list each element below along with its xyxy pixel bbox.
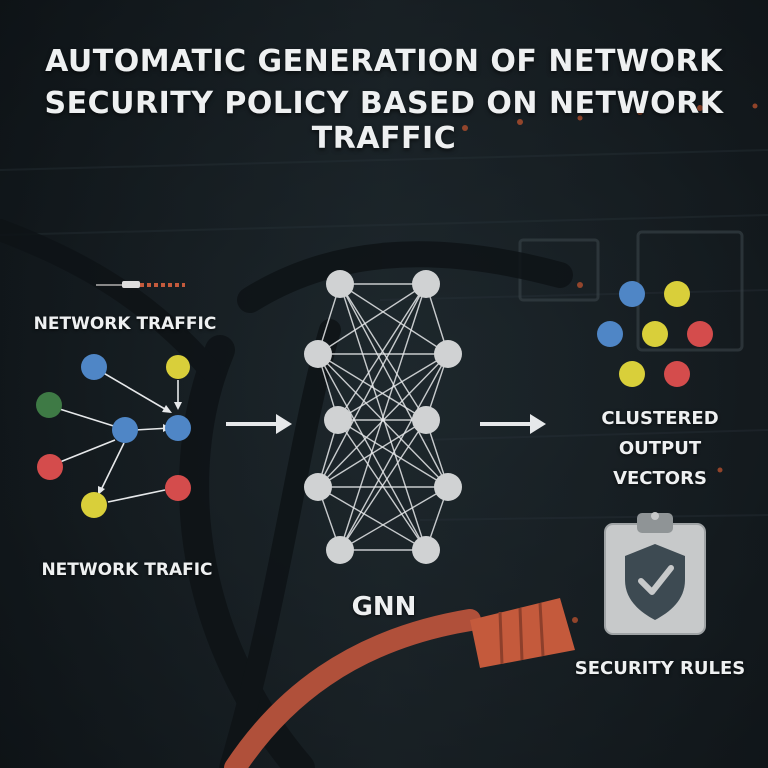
gnn-node — [412, 406, 440, 434]
gnn-edge — [317, 283, 427, 355]
shield-check-icon — [625, 544, 685, 620]
traffic-node-blue — [81, 354, 107, 380]
gnn-node — [326, 270, 354, 298]
gnn-edge — [317, 353, 449, 488]
dark-cables — [0, 219, 573, 768]
traffic-node-blue — [112, 417, 138, 443]
network-traffic-icon — [96, 281, 185, 288]
gnn-edge — [339, 419, 427, 551]
gnn-node — [434, 473, 462, 501]
traffic-node-yellow — [81, 492, 107, 518]
gnn-edge — [339, 283, 427, 551]
arrow-right-icon — [480, 414, 546, 434]
clustered-output-vectors — [597, 281, 713, 387]
traffic-edge — [99, 442, 125, 493]
arrowhead — [98, 486, 105, 495]
traffic-edge — [54, 439, 116, 465]
clustered-label-line-2: OUTPUT — [618, 438, 702, 459]
arrowhead — [162, 405, 172, 413]
output-vector-blue — [619, 281, 645, 307]
output-vector-blue — [597, 321, 623, 347]
gnn-edge — [317, 486, 427, 551]
gnn-node — [324, 406, 352, 434]
security-rules-label: SECURITY RULES — [574, 658, 746, 679]
traffic-edge — [49, 405, 121, 429]
gnn-edge — [339, 283, 449, 488]
traffic-node-green — [36, 392, 62, 418]
gnn-label: GNN — [351, 592, 417, 622]
traffic-node-yellow — [166, 355, 190, 379]
gnn-node — [412, 536, 440, 564]
gnn-node — [304, 473, 332, 501]
network-traffic-label: NETWORK TRAFFIC — [33, 314, 217, 334]
clipboard-icon — [604, 512, 706, 635]
network-traffic-caption: NETWORK TRAFIC — [41, 560, 213, 580]
rack-rows — [0, 149, 768, 521]
arrow-right-icon — [226, 414, 292, 434]
gnn-edge — [317, 419, 427, 488]
output-vector-yellow — [664, 281, 690, 307]
gnn-node — [412, 270, 440, 298]
title-line-2: SECURITY POLICY BASED ON NETWORK TRAFFIC — [44, 86, 724, 156]
gnn-node — [434, 340, 462, 368]
gnn-edge — [339, 486, 449, 551]
port-lights — [462, 103, 758, 623]
gnn-network — [304, 270, 462, 564]
output-vector-yellow — [619, 361, 645, 387]
traffic-edge — [107, 489, 166, 503]
traffic-node-blue — [165, 415, 191, 441]
gnn-edge — [317, 283, 427, 488]
ethernet-cable — [224, 598, 575, 768]
gnn-edge — [337, 283, 427, 421]
traffic-graph — [36, 354, 191, 518]
clustered-label-line-1: CLUSTERED — [601, 408, 719, 429]
traffic-edge — [94, 367, 171, 413]
output-vector-yellow — [642, 321, 668, 347]
gnn-edge — [339, 353, 449, 551]
gnn-node — [304, 340, 332, 368]
traffic-node-red — [37, 454, 63, 480]
gnn-edge — [339, 283, 427, 421]
gnn-node — [326, 536, 354, 564]
traffic-node-red — [165, 475, 191, 501]
gnn-edge — [339, 283, 449, 355]
title-line-1: AUTOMATIC GENERATION OF NETWORK — [45, 44, 723, 79]
gnn-edge — [337, 419, 427, 551]
clustered-label-line-3: VECTORS — [613, 468, 707, 489]
arrowhead — [174, 402, 182, 410]
gnn-edge — [317, 353, 427, 421]
output-vector-red — [664, 361, 690, 387]
output-vector-red — [687, 321, 713, 347]
